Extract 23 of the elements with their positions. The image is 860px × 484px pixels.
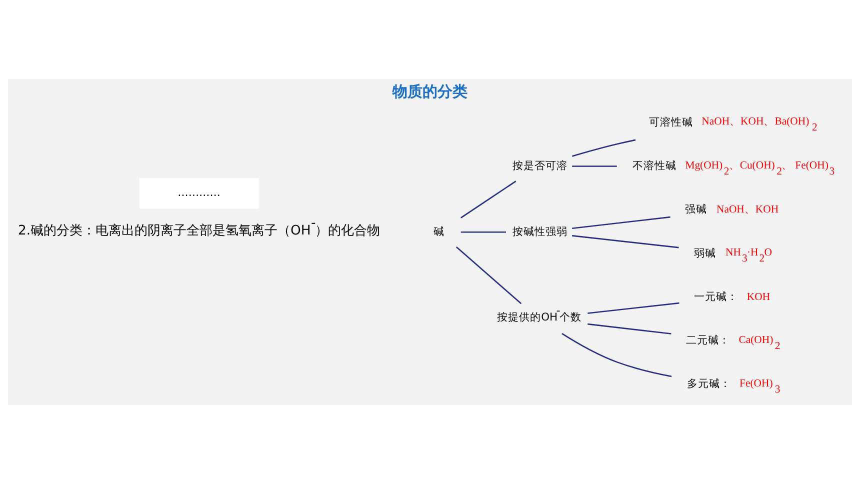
connector — [572, 216, 670, 230]
node-text: 可溶性碱 — [648, 115, 693, 128]
node-label: KOH — [746, 290, 770, 303]
node-text: 按碱性强弱 — [512, 224, 568, 238]
connector — [562, 333, 672, 378]
connector — [456, 246, 522, 304]
connector — [572, 235, 679, 248]
diagram-title: 物质的分类 — [392, 84, 468, 101]
node-text: 弱碱 — [694, 246, 716, 260]
node-label: NaOH、KOH — [716, 204, 779, 216]
connector — [572, 166, 617, 167]
node-text: 强碱 — [685, 202, 708, 216]
node-text: 一元碱： — [694, 290, 738, 303]
connector — [572, 139, 636, 157]
connector — [460, 231, 506, 233]
node-text: 碱 — [433, 224, 444, 238]
node-text: 二元碱： — [686, 334, 730, 347]
connector — [588, 302, 680, 314]
node-text: 不溶性碱 — [632, 159, 677, 172]
connector — [588, 323, 672, 334]
connector — [460, 180, 516, 218]
node-text: 按是否可溶 — [512, 159, 568, 172]
node-text: 多元碱： — [686, 377, 731, 390]
